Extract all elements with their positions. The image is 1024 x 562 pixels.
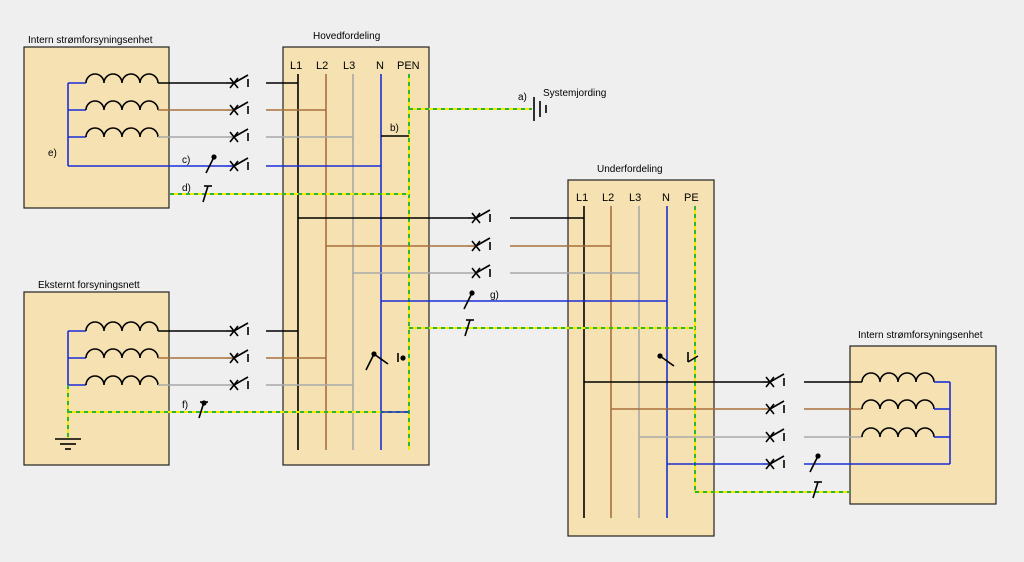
under-n-pe-switch	[657, 352, 699, 367]
intern-left-title: Intern strømforsyningsenhet	[28, 35, 153, 46]
under-bus-L3: L3	[629, 192, 641, 204]
under-bus-PE: PE	[684, 192, 699, 204]
under-bus-L1: L1	[576, 192, 588, 204]
under-bus-labels: L1 L2 L3 N PE	[576, 192, 699, 204]
mark-b: b)	[390, 123, 399, 134]
intern-right-coils	[861, 372, 951, 464]
systemjording-label: Systemjording	[543, 88, 606, 99]
under-busbars	[583, 206, 696, 518]
breakers-intern-left	[202, 74, 266, 203]
underfordeling-box	[567, 179, 715, 537]
mark-g: g)	[490, 290, 499, 301]
hovedfordeling-title: Hovedfordeling	[313, 31, 380, 42]
intern-right-box	[849, 345, 997, 505]
intern-right-title: Intern strømforsyningsenhet	[858, 330, 983, 341]
eksternt-box	[23, 291, 170, 466]
breakers-feeder	[463, 209, 510, 337]
systemjording-symbol	[533, 97, 547, 121]
hoved-bus-L3: L3	[343, 60, 355, 72]
hovedfordeling-box	[282, 46, 430, 466]
under-bus-L2: L2	[602, 192, 614, 204]
mark-e: e)	[48, 148, 57, 159]
hoved-bus-N: N	[376, 60, 384, 72]
hoved-bus-PEN: PEN	[397, 60, 420, 72]
mark-a: a)	[518, 92, 527, 103]
under-bus-N: N	[662, 192, 670, 204]
hoved-bus-L1: L1	[290, 60, 302, 72]
intern-left-coils	[67, 73, 159, 166]
hoved-n-pen-switch	[365, 350, 406, 371]
underfordeling-title: Underfordeling	[597, 164, 663, 175]
hoved-bus-labels: L1 L2 L3 N PEN	[290, 60, 420, 72]
breakers-eksternt	[198, 322, 266, 419]
hoved-bus-L2: L2	[316, 60, 328, 72]
eksternt-title: Eksternt forsyningsnett	[38, 280, 140, 291]
mark-d: d)	[182, 183, 191, 194]
mark-c: c)	[182, 155, 190, 166]
breakers-intern-right	[762, 373, 823, 499]
mark-f: f)	[182, 400, 188, 411]
